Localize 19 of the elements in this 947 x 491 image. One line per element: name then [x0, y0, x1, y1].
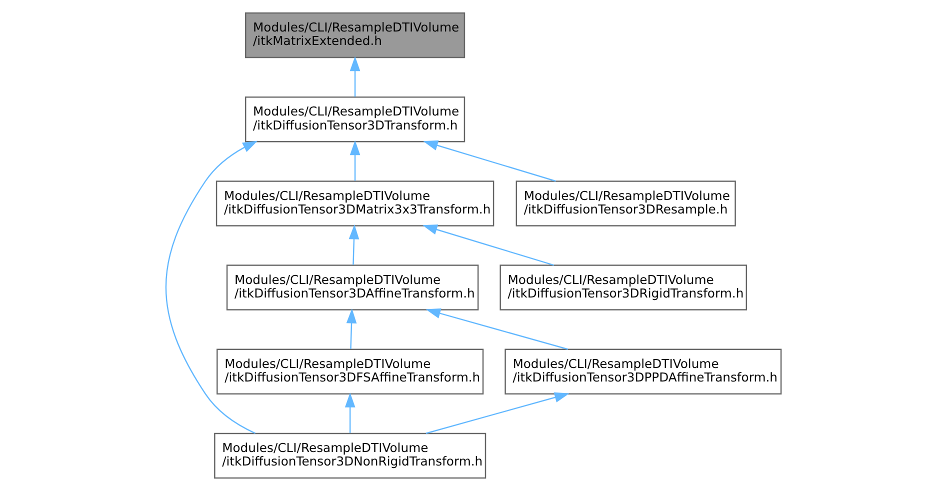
node-box: Modules/CLI/ResampleDTIVolume /itkDiffusionTensor3DRigidTransform.h [500, 264, 748, 310]
arrow [422, 224, 554, 266]
node-box: Modules/CLI/ResampleDTIVolume /itkMatrixExtended.h [244, 12, 466, 58]
arrow [350, 140, 360, 181]
node-box: Modules/CLI/ResampleDTIVolume /itkDiffusionTensor3DNonRigidTransform.h [214, 432, 486, 479]
node-box: Modules/CLI/ResampleDTIVolume /itkDiffusionTensor3DMatrix3x3Transform.h [216, 180, 494, 226]
arrow [350, 56, 360, 97]
arrow [165, 140, 258, 434]
arrow [344, 392, 356, 434]
arrow [346, 308, 357, 349]
arrow [423, 140, 556, 182]
node-box: Modules/CLI/ResampleDTIVolume /itkDiffusionTensor3DAffineTransform.h [226, 264, 479, 310]
node-box: Modules/CLI/ResampleDTIVolume /itkDiffusionTensor3DResample.h [516, 180, 736, 226]
arrow [426, 308, 568, 350]
node-box: Modules/CLI/ResampleDTIVolume /itkDiffusionTensor3DTransform.h [244, 96, 466, 142]
node-box: Modules/CLI/ResampleDTIVolume /itkDiffusionTensor3DPPDAffineTransform.h [504, 348, 782, 395]
arrow [426, 392, 570, 434]
node-box: Modules/CLI/ResampleDTIVolume /itkDiffusionTensor3DFSAffineTransform.h [216, 348, 484, 395]
arrow [348, 224, 360, 265]
